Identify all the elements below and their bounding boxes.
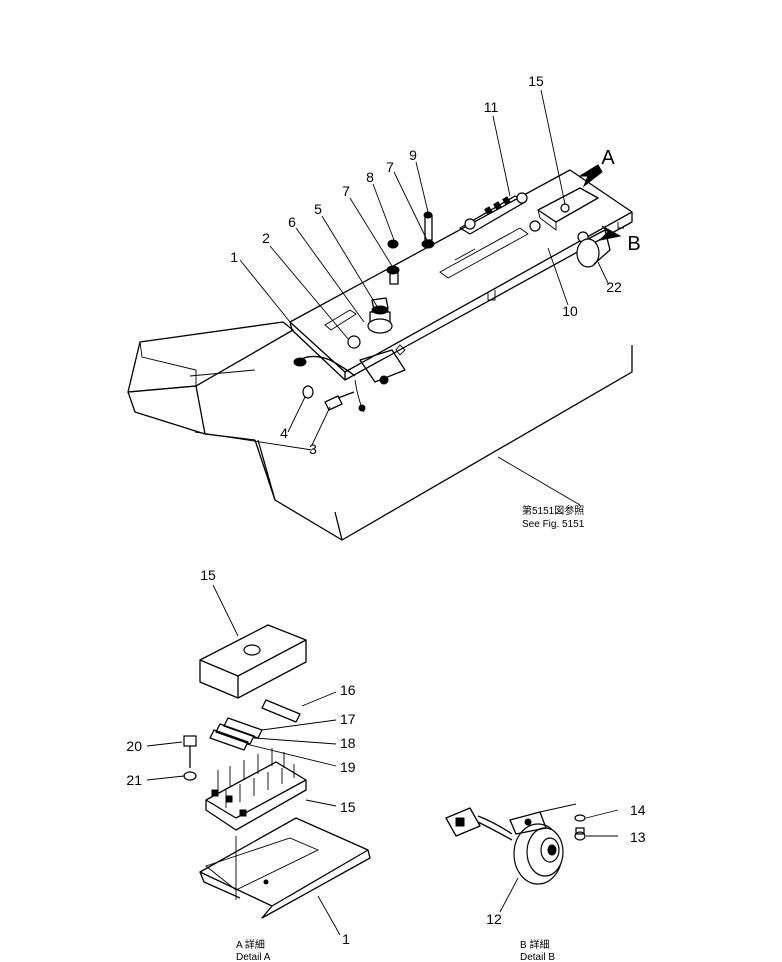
- view-arrows: [578, 164, 622, 241]
- callout-18: 18: [340, 735, 356, 751]
- captions: 第5151図参照 See Fig. 5151 A 詳細 Detail A B 詳…: [236, 504, 585, 962]
- callout-4: 4: [280, 425, 288, 441]
- callout-20: 20: [126, 738, 142, 754]
- view-markers: A B: [601, 147, 640, 255]
- pilot-lamp: [347, 335, 361, 349]
- panel-plate: [199, 817, 371, 919]
- reference-en: See Fig. 5151: [522, 519, 585, 530]
- callout-21: 21: [126, 772, 142, 788]
- callout-15-holder: 15: [340, 799, 356, 815]
- callout-14: 14: [630, 802, 646, 818]
- main-assembly: [127, 89, 633, 541]
- callout-5: 5: [314, 201, 322, 217]
- fuses: [209, 699, 301, 751]
- callout-16: 16: [340, 682, 356, 698]
- horn-side: [576, 229, 611, 268]
- connector-block: [459, 192, 528, 235]
- callout-11: 11: [484, 99, 499, 115]
- leader-lines-main: [194, 89, 609, 506]
- fuse-holder: [205, 748, 307, 831]
- screw-and-washer: [183, 735, 197, 781]
- leader-lines-detail-a: [146, 584, 341, 936]
- detail-b-horn: [445, 803, 619, 913]
- detail-a-caption-jp: A 詳細: [236, 938, 265, 951]
- part-10-knob: [529, 220, 541, 232]
- callout-22: 22: [606, 279, 622, 295]
- fuse-box-cover: [199, 624, 307, 699]
- callout-10: 10: [562, 303, 578, 319]
- reference-jp: 第5151図参照: [522, 504, 584, 517]
- horn-hardware: [574, 814, 586, 841]
- callout-3: 3: [309, 441, 317, 457]
- callout-6: 6: [288, 214, 296, 230]
- fuse-box-on-panel: [537, 187, 599, 231]
- wire-harness: [293, 344, 406, 413]
- callout-1-plate: 1: [342, 931, 350, 947]
- marker-b: B: [627, 233, 640, 255]
- starter-switch: [367, 297, 393, 334]
- callout-7-right: 7: [386, 159, 394, 175]
- marker-a: A: [601, 147, 615, 169]
- callout-8: 8: [366, 169, 374, 185]
- horn: [509, 811, 564, 885]
- cab-console: [127, 321, 633, 541]
- instrument-panel: [289, 169, 633, 381]
- detail-a-caption-en: Detail A: [236, 952, 271, 962]
- callout-labels: 1 2 3 4 5 6 7 7 8 9 10 11 15 22 15 16 17…: [126, 73, 645, 947]
- callout-9: 9: [409, 147, 417, 163]
- horn-connector: [445, 807, 513, 841]
- callout-19: 19: [340, 759, 356, 775]
- callout-15-cover: 15: [200, 567, 216, 583]
- bolt-and-washer: [302, 385, 355, 411]
- callout-7-left: 7: [342, 183, 350, 199]
- panel-knobs: [386, 211, 435, 285]
- callout-2: 2: [262, 230, 270, 246]
- callout-12: 12: [486, 911, 502, 927]
- callout-1: 1: [230, 249, 238, 265]
- callout-17: 17: [340, 711, 356, 727]
- callout-15-main: 15: [528, 73, 544, 89]
- detail-b-caption-jp: B 詳細: [520, 938, 549, 951]
- callout-13: 13: [630, 829, 646, 845]
- detail-b-caption-en: Detail B: [520, 952, 555, 962]
- leader-lines-detail-b: [499, 803, 619, 913]
- detail-a-fuse-box: [146, 584, 371, 936]
